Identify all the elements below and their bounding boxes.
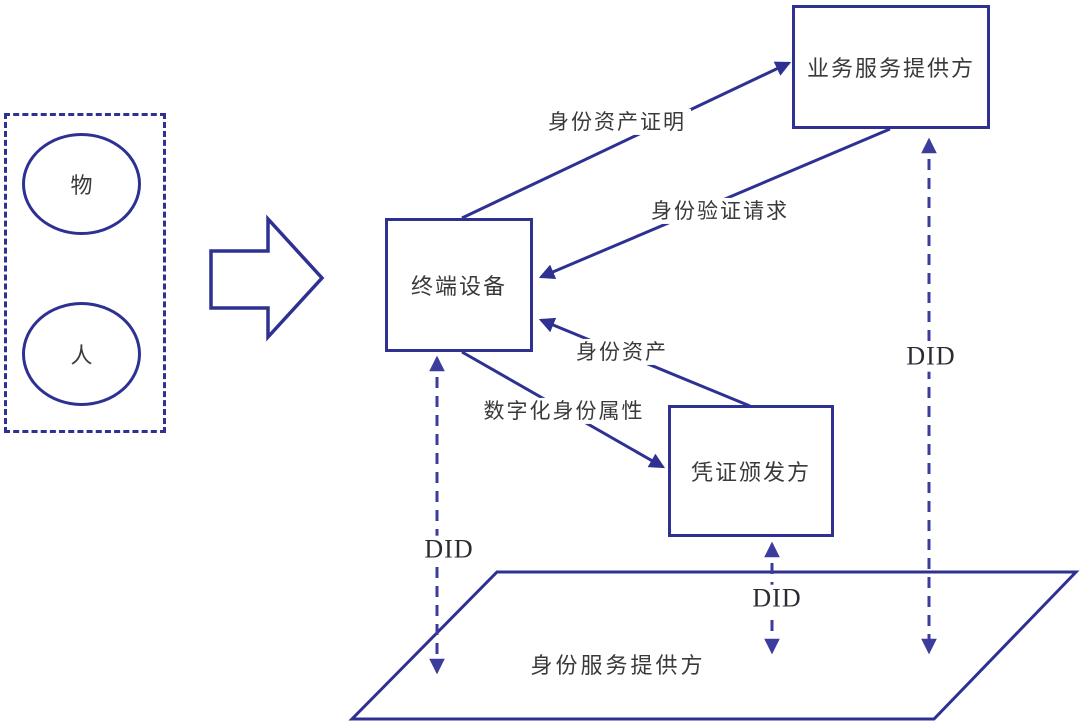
terminal-device-box: 终端设备 <box>385 218 533 352</box>
did-label-issuer: DID <box>748 584 806 614</box>
thing-circle: 物 <box>22 133 141 235</box>
terminal-device-label: 终端设备 <box>410 274 507 299</box>
subject-group-frame <box>4 113 166 433</box>
person-label: 人 <box>70 343 93 368</box>
did-label-terminal: DID <box>420 535 478 565</box>
edge-label-digital-identity-attributes: 数字化身份属性 <box>478 397 650 425</box>
edge-label-identity-verification-request: 身份验证请求 <box>646 197 794 225</box>
edge-label-identity-asset: 身份资产 <box>571 338 673 366</box>
business-service-provider-label: 业务服务提供方 <box>806 56 975 81</box>
credential-issuer-label: 凭证颁发方 <box>690 460 811 485</box>
credential-issuer-box: 凭证颁发方 <box>668 405 834 537</box>
edge-label-identity-asset-proof: 身份资产证明 <box>543 108 691 136</box>
input-arrow-icon <box>209 214 325 342</box>
did-label-business: DID <box>902 342 960 372</box>
identity-asset-proof-arrow <box>461 61 792 220</box>
thing-label: 物 <box>70 173 93 198</box>
person-circle: 人 <box>22 302 141 406</box>
business-service-provider-box: 业务服务提供方 <box>792 5 990 129</box>
identity-service-provider-parallelogram <box>348 570 1080 721</box>
identity-service-provider-label: 身份服务提供方 <box>530 653 706 678</box>
